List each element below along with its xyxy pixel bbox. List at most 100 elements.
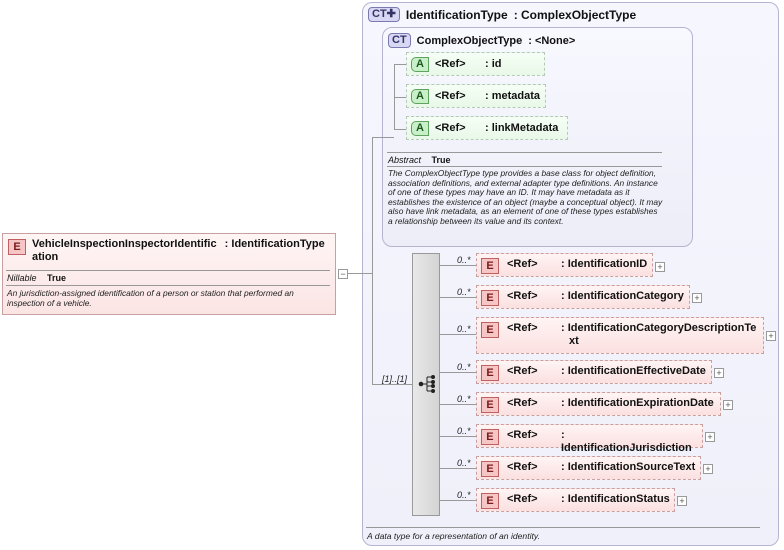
element-type: : IdentificationEffectiveDate (561, 365, 706, 377)
element-ref: <Ref> (507, 258, 538, 270)
base-type-name[interactable]: ComplexObjectType (416, 34, 523, 47)
element-connector (440, 468, 476, 469)
expand-toggle[interactable]: + (655, 262, 665, 272)
abstract-row: Abstract True (388, 155, 451, 165)
element-ref: <Ref> (507, 290, 538, 302)
root-element-type: : IdentificationType (224, 238, 325, 250)
element-icon: E (481, 493, 499, 509)
attribute-type: : metadata (485, 90, 541, 102)
element-multiplicity: 0..* (457, 362, 471, 372)
element-ref: <Ref> (507, 493, 538, 505)
element-type: : IdentificationCategory (561, 290, 684, 302)
nillable-value: True (47, 273, 67, 283)
attribute-icon: A (411, 120, 429, 136)
attribute-connector (394, 97, 406, 98)
attribute-metadata[interactable]: A <Ref> : metadata (406, 84, 546, 108)
connector-line (372, 137, 373, 385)
element-connector (440, 500, 476, 501)
element-type: : IdentificationExpirationDate (561, 397, 714, 409)
expand-toggle[interactable]: + (703, 464, 713, 474)
base-type-description: The ComplexObjectType type provides a ba… (388, 168, 663, 226)
element-ref: <Ref> (507, 397, 538, 409)
divider (387, 152, 662, 153)
element-icon: E (481, 397, 499, 413)
collapse-toggle[interactable]: − (338, 269, 348, 279)
element-identification-category-description-text[interactable]: E <Ref> : IdentificationCategoryDescript… (476, 317, 764, 354)
divider (387, 166, 662, 167)
attribute-linkmetadata[interactable]: A <Ref> : linkMetadata (406, 116, 568, 140)
attribute-type: : id (485, 58, 502, 70)
element-identification-effective-date[interactable]: E <Ref> : IdentificationEffectiveDate (476, 360, 712, 384)
complex-type-header: CT✚ IdentificationType : ComplexObjectTy… (368, 7, 636, 22)
element-type-line2: xt (569, 335, 579, 347)
root-element-box[interactable] (2, 233, 336, 315)
element-type-line1: : IdentificationCategoryDescriptionTe (561, 322, 757, 334)
element-identification-category[interactable]: E <Ref> : IdentificationCategory (476, 285, 690, 309)
element-type: : IdentificationJurisdiction (560, 429, 692, 454)
root-element-name-text: VehicleInspectionInspectorIdentific (32, 238, 217, 250)
element-ref: <Ref> (507, 461, 538, 473)
element-identification-id[interactable]: E <Ref> : IdentificationID (476, 253, 653, 277)
root-element-name: VehicleInspectionInspectorIdentific : Id… (32, 238, 325, 264)
attribute-ref: <Ref> (435, 122, 466, 134)
complex-type-name[interactable]: IdentificationType (405, 7, 508, 22)
connector-line (348, 273, 372, 274)
element-identification-expiration-date[interactable]: E <Ref> : IdentificationExpirationDate (476, 392, 721, 416)
root-element-type-cont: ation (32, 251, 59, 263)
attribute-type: : linkMetadata (485, 122, 559, 134)
expand-toggle[interactable]: + (677, 496, 687, 506)
element-icon: E (8, 239, 26, 255)
expand-toggle[interactable]: + (692, 293, 702, 303)
base-type-icon: CT (388, 33, 411, 48)
element-multiplicity: 0..* (457, 255, 471, 265)
element-identification-status[interactable]: E <Ref> : IdentificationStatus (476, 488, 675, 512)
expand-toggle[interactable]: + (766, 331, 776, 341)
element-multiplicity: 0..* (457, 458, 471, 468)
attribute-icon: A (411, 88, 429, 104)
sequence-icon (418, 375, 435, 393)
element-connector (440, 436, 476, 437)
element-multiplicity: 0..* (457, 394, 471, 404)
base-type-base: : <None> (528, 34, 576, 47)
element-ref: <Ref> (507, 365, 538, 377)
sequence-multiplicity: [1]..[1] (382, 374, 408, 384)
element-icon: E (481, 258, 499, 274)
element-icon: E (481, 365, 499, 381)
element-type: : IdentificationID (561, 258, 648, 270)
complex-type-icon: CT✚ (368, 7, 400, 22)
element-icon: E (481, 461, 499, 477)
divider (366, 527, 760, 528)
element-ref: <Ref> (507, 322, 538, 334)
element-icon: E (481, 290, 499, 306)
complex-type-base: : ComplexObjectType (513, 7, 637, 22)
element-connector (440, 265, 476, 266)
attribute-ref: <Ref> (435, 58, 466, 70)
root-element-description: An jurisdiction-assigned identification … (7, 288, 294, 308)
element-type: : IdentificationCategoryDescriptionTe xt (561, 322, 756, 348)
expand-toggle[interactable]: + (714, 368, 724, 378)
nillable-row: Nillable True (7, 273, 66, 283)
element-identification-jurisdiction[interactable]: E <Ref> : IdentificationJurisdiction (476, 424, 703, 454)
base-type-header: CT ComplexObjectType : <None> (388, 33, 575, 48)
element-identification-source-text[interactable]: E <Ref> : IdentificationSourceText (476, 456, 701, 480)
element-multiplicity: 0..* (457, 490, 471, 500)
element-multiplicity: 0..* (457, 287, 471, 297)
attribute-icon: A (411, 56, 429, 72)
expand-toggle[interactable]: + (723, 400, 733, 410)
element-ref: <Ref> (506, 429, 538, 441)
element-connector (440, 297, 476, 298)
connector-line (372, 137, 394, 138)
attribute-connector (394, 129, 406, 130)
element-icon: E (481, 429, 499, 445)
divider (6, 285, 330, 286)
divider (6, 270, 330, 271)
attribute-connector (394, 64, 406, 65)
attribute-ref: <Ref> (435, 90, 466, 102)
element-multiplicity: 0..* (457, 324, 471, 334)
expand-toggle[interactable]: + (705, 432, 715, 442)
attribute-id[interactable]: A <Ref> : id (406, 52, 545, 76)
abstract-value: True (431, 155, 451, 165)
element-connector (440, 372, 476, 373)
root-element-header: E VehicleInspectionInspectorIdentific : … (8, 238, 325, 264)
element-icon: E (481, 322, 499, 338)
